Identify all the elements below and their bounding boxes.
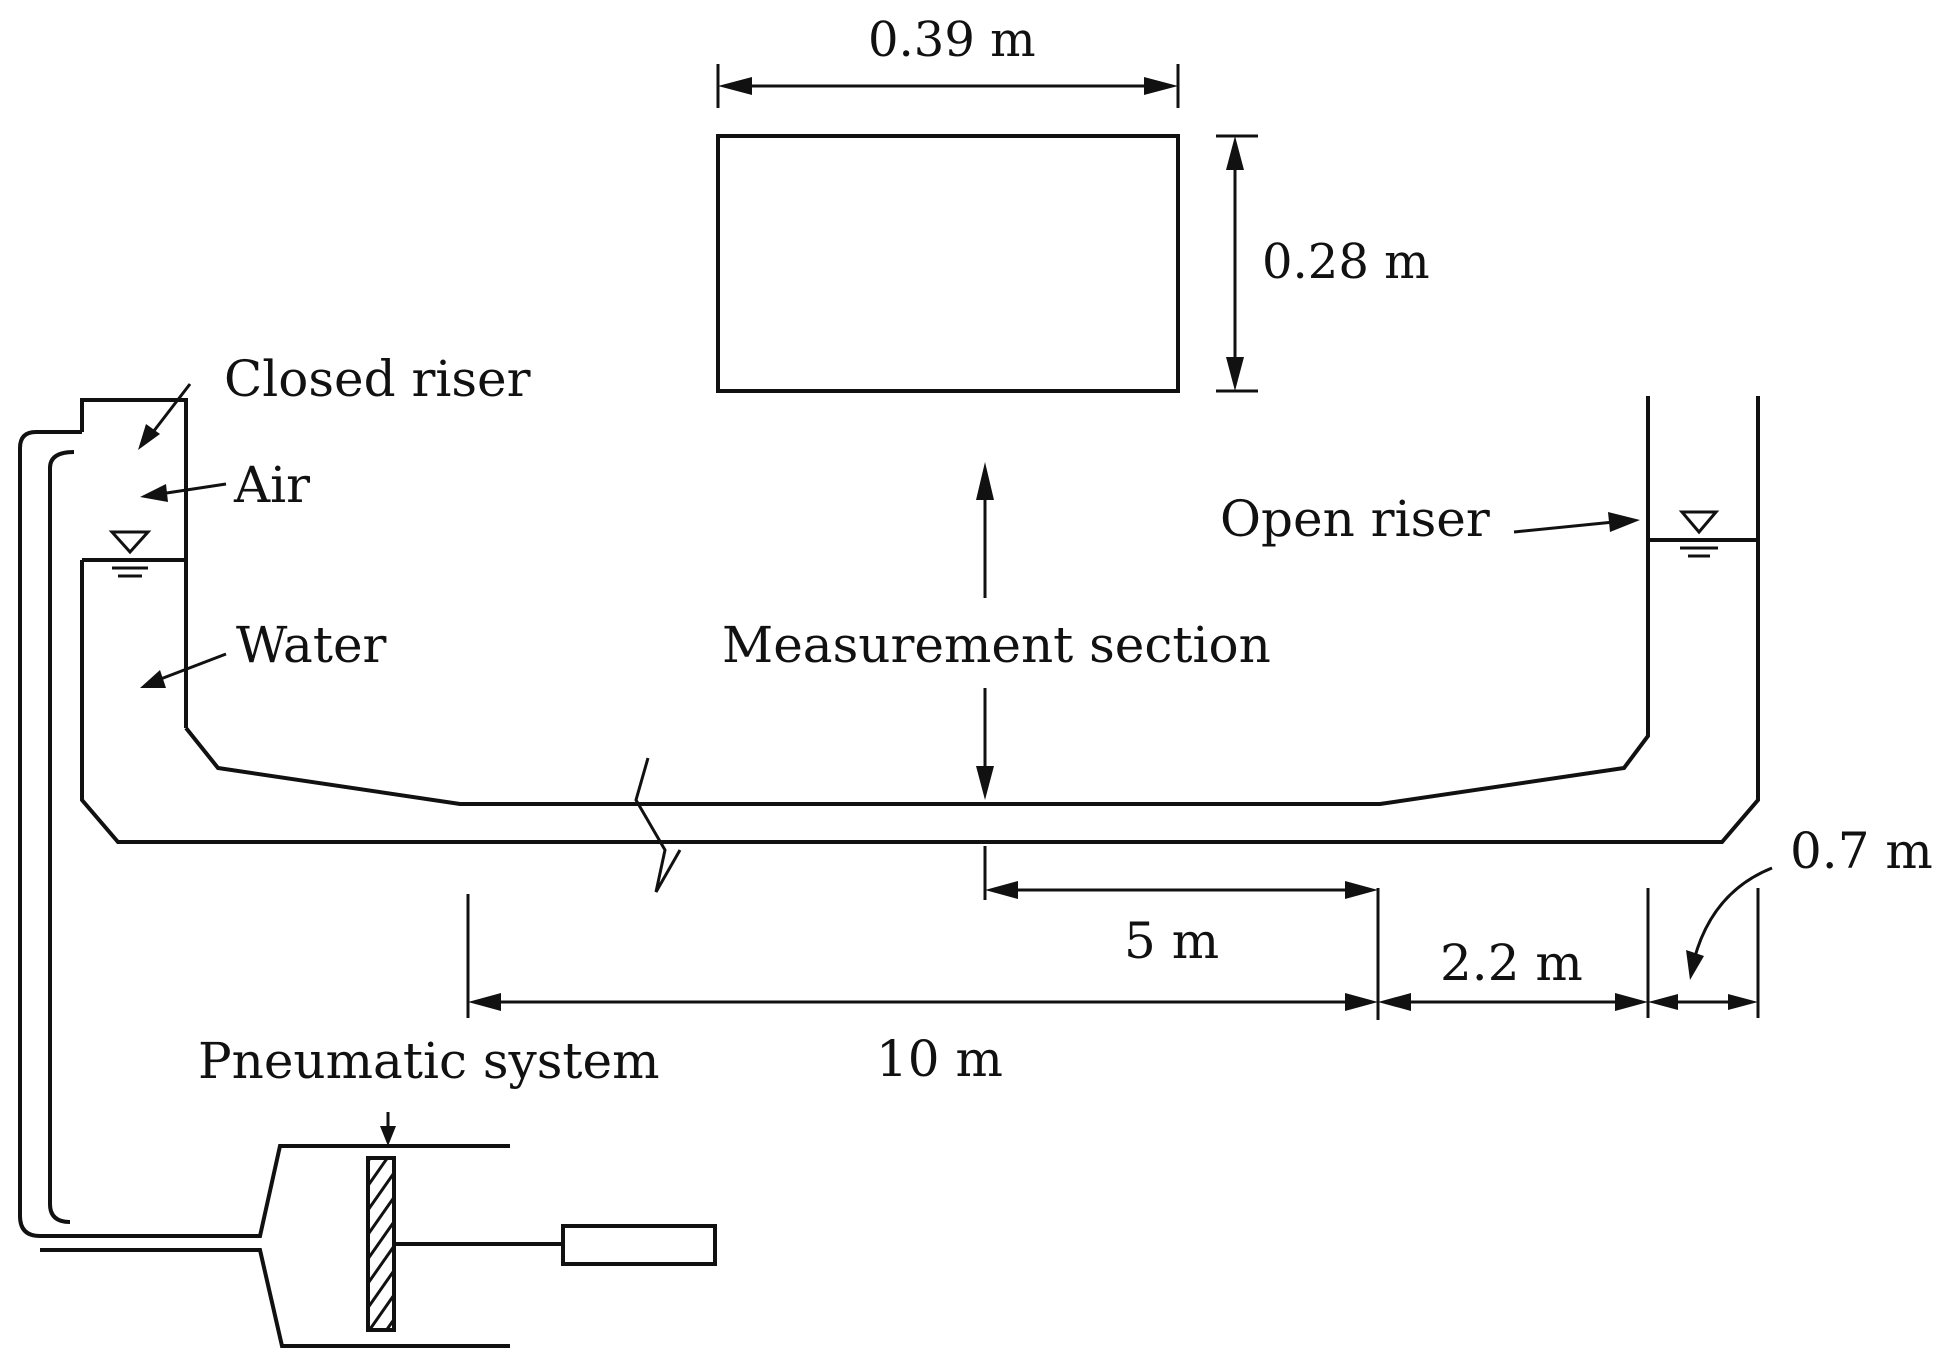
air-line-inner: [48, 450, 75, 1224]
dim-10m-arrow-left: [468, 993, 501, 1011]
open-riser-label: Open riser: [1220, 490, 1490, 548]
pipe-outer-wall: [80, 396, 1760, 844]
closed-riser-leader-head: [138, 424, 160, 450]
arrowhead-down: [1226, 357, 1244, 391]
arrowhead-up: [1226, 136, 1244, 170]
water-annotation: Water: [140, 616, 387, 688]
closed-riser-label: Closed riser: [224, 350, 531, 408]
pipe-inner-wall: [184, 396, 1650, 806]
air-annotation: Air: [140, 456, 310, 514]
pneumatic-arrow-head: [380, 1126, 396, 1146]
arrowhead-right: [1144, 77, 1178, 95]
open-riser-leader: [1513, 520, 1615, 534]
dim-5m-arrow-left: [985, 881, 1018, 899]
air-label: Air: [233, 456, 310, 514]
dim-2-2m-arrow-left: [1378, 993, 1411, 1011]
arrowhead-left: [718, 77, 752, 95]
measurement-section: Measurement section: [722, 462, 1271, 800]
air-leader-head: [140, 484, 168, 502]
dim-0-7m-arrow-right: [1728, 994, 1758, 1010]
pipe-system: [80, 396, 1760, 893]
closed-riser-leader: [148, 383, 192, 437]
width-label: 0.39 m: [868, 12, 1036, 68]
water-level-symbol-right: [1678, 510, 1720, 558]
dim-2-2m-label: 2.2 m: [1440, 934, 1583, 992]
air-leader: [159, 482, 227, 496]
pneumatic-system: Pneumatic system: [18, 430, 717, 1348]
actuator-block: [561, 1224, 717, 1266]
water-level-symbol-left: [108, 530, 152, 578]
height-label: 0.28 m: [1262, 234, 1430, 290]
open-riser-leader-head: [1608, 512, 1640, 532]
open-riser-annotation: Open riser: [1220, 490, 1640, 548]
air-line-outer: [18, 430, 510, 1238]
dim-10m-arrow-right: [1345, 993, 1378, 1011]
water-leader-head: [140, 670, 166, 688]
measurement-section-label: Measurement section: [722, 616, 1271, 674]
cross-section: 0.39 m 0.28 m: [716, 12, 1430, 393]
cross-section-rectangle: [716, 134, 1180, 393]
dim-0-7m-label: 0.7 m: [1790, 822, 1933, 880]
measurement-arrow-up-head: [976, 462, 994, 500]
closed-riser-tank: [80, 398, 188, 728]
closed-riser-annotation: Closed riser: [138, 350, 531, 450]
cylinder-bottom-wall: [40, 1248, 510, 1348]
piston: [366, 1156, 396, 1332]
water-leader: [157, 652, 227, 682]
horizontal-dimensions: 5 m 10 m 2.2 m 0.7 m: [466, 822, 1933, 1088]
water-label: Water: [236, 616, 387, 674]
dim-0-7m-arrow-left: [1648, 994, 1678, 1010]
measurement-arrow-down-head: [976, 766, 994, 800]
dim-5m-label: 5 m: [1124, 912, 1219, 970]
dim-0-7m-leader-head: [1686, 950, 1704, 980]
dim-5m-arrow-right: [1345, 881, 1378, 899]
dim-2-2m-arrow-right: [1615, 993, 1648, 1011]
dim-0-7m-leader: [1692, 866, 1773, 961]
dim-10m-label: 10 m: [876, 1030, 1003, 1088]
pneumatic-system-label: Pneumatic system: [198, 1032, 660, 1090]
pipe-break-symbol: [634, 757, 682, 893]
